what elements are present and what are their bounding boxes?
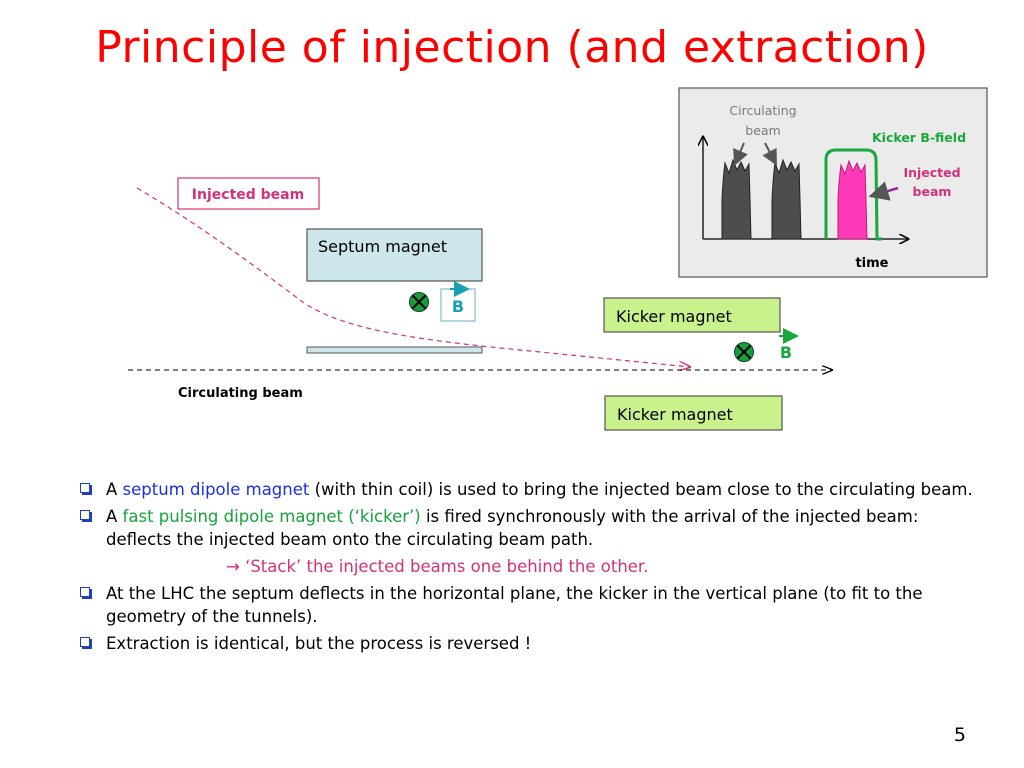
timing-inset: Circulating beam Kicker B-field Injected…: [678, 87, 988, 278]
injected-arrow-icon: [868, 181, 899, 201]
septum-blade: [306, 346, 483, 354]
bullet-septum: A septum dipole magnet (with thin coil) …: [80, 478, 980, 501]
bullet-lhc: At the LHC the septum deflects in the ho…: [80, 582, 980, 628]
circulating-bunch-2: [771, 158, 802, 240]
bullet-marker-icon: [80, 637, 90, 647]
inset-circulating-label-line1: Circulating: [729, 103, 796, 118]
bullet-text: (with thin coil) is used to bring the in…: [309, 480, 973, 499]
septum-field-cross-icon: [409, 292, 429, 312]
septum-magnet-label: Septum magnet: [318, 237, 447, 256]
inset-circulating-label-line2: beam: [745, 123, 780, 138]
bullet-highlight-kicker: fast pulsing dipole magnet (‘kicker’): [122, 507, 421, 526]
bullet-text: A: [106, 480, 123, 499]
inset-injected-label-line1: Injected: [903, 165, 960, 180]
bullet-marker-icon: [80, 483, 90, 493]
page-number: 5: [953, 724, 966, 746]
septum-magnet: Septum magnet: [306, 228, 483, 282]
kicker-magnet-bottom: Kicker magnet: [604, 395, 783, 431]
inset-kicker-field-label: Kicker B-field: [872, 130, 966, 145]
septum-b-field-box: B: [440, 281, 476, 322]
kicker-bottom-label: Kicker magnet: [617, 405, 733, 424]
bullet-list: A septum dipole magnet (with thin coil) …: [80, 478, 980, 659]
bullet-sub-stack: → ‘Stack’ the injected beams one behind …: [226, 557, 649, 576]
injected-beam-label-box: Injected beam: [177, 177, 320, 210]
bullet-marker-icon: [80, 510, 90, 520]
inset-injected-label-line2: beam: [913, 184, 952, 199]
kicker-top-label: Kicker magnet: [616, 307, 732, 326]
bullet-marker-icon: [80, 587, 90, 597]
bullet-text: A: [106, 507, 123, 526]
kicker-field-cross-icon: [734, 342, 754, 362]
bullet-kicker: A fast pulsing dipole magnet (‘kicker’) …: [80, 505, 980, 551]
kicker-magnet-top: Kicker magnet: [603, 297, 781, 333]
injected-beam-label: Injected beam: [192, 187, 304, 203]
circulating-arrow-icon-2: [762, 142, 777, 166]
bullet-highlight-septum: septum dipole magnet: [122, 480, 310, 499]
slide-title: Principle of injection (and extraction): [95, 22, 929, 73]
bullet-extraction: Extraction is identical, but the process…: [80, 632, 980, 655]
circulating-beam-label: Circulating beam: [178, 386, 303, 401]
kicker-b-label: B: [780, 343, 792, 362]
bullet-text: Extraction is identical, but the process…: [106, 634, 532, 653]
kicker-field-pulse: [824, 148, 882, 241]
injected-bunch: [837, 159, 868, 240]
septum-b-label: B: [452, 297, 464, 316]
bullet-text: is fired synchronously with the arrival …: [106, 507, 919, 549]
circulating-arrow-icon-1: [733, 142, 748, 166]
circulating-bunch-1: [721, 158, 752, 240]
inset-time-label: time: [855, 256, 888, 271]
bullet-text: At the LHC the septum deflects in the ho…: [106, 584, 923, 626]
